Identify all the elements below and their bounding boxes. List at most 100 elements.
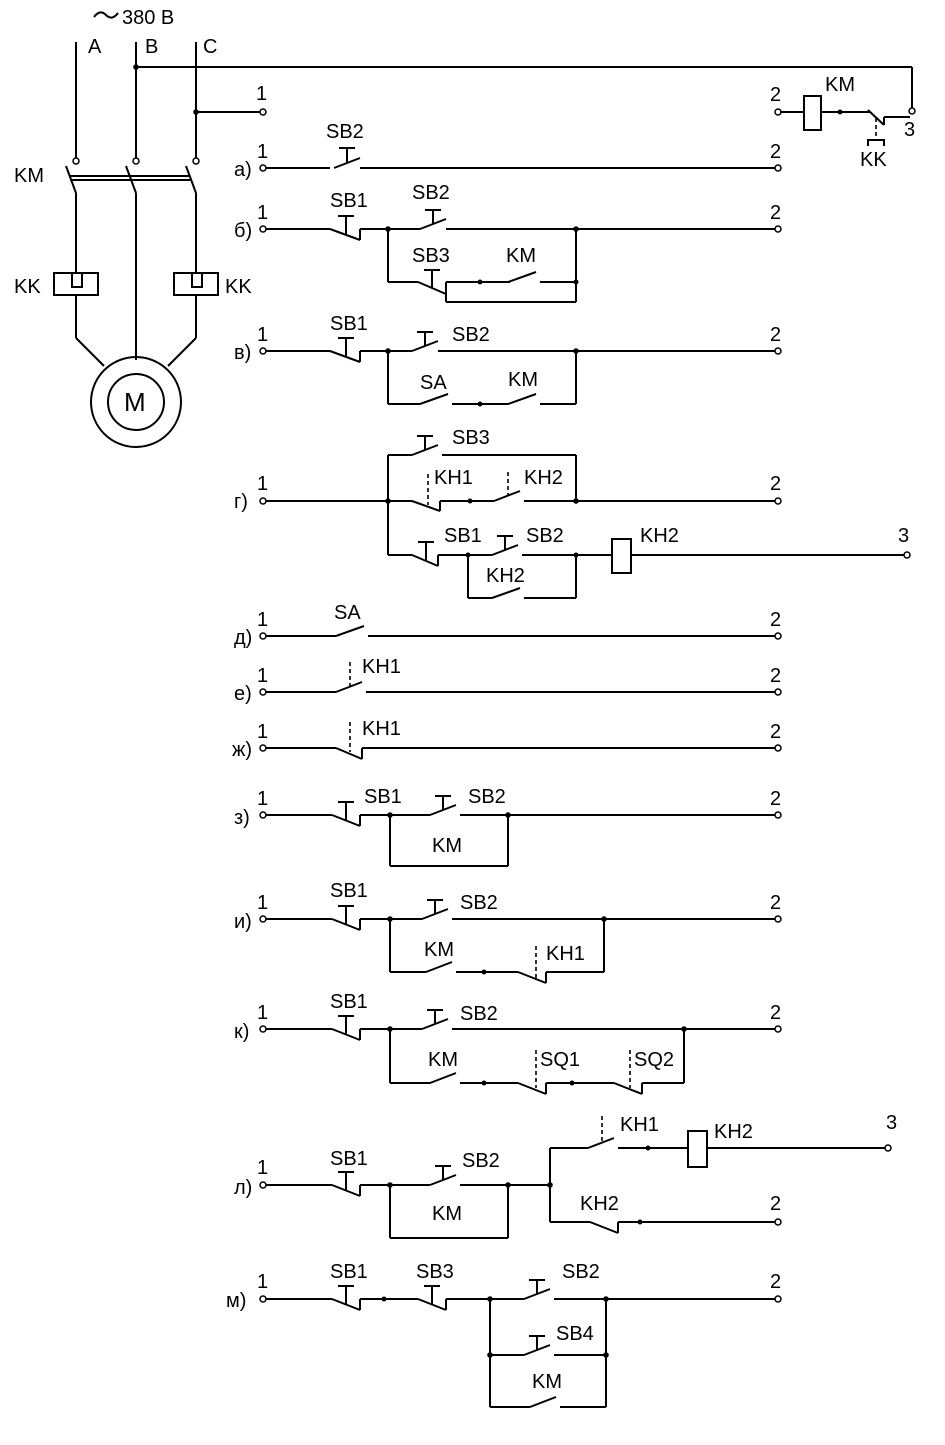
variant-v-node-2: 2 bbox=[770, 324, 781, 346]
variant-m-node-2: 2 bbox=[770, 1271, 781, 1293]
sb1-label: SB1 bbox=[330, 991, 368, 1013]
coil-circuit: 2 KM KK 3 bbox=[770, 74, 915, 171]
kh2-label: KH2 bbox=[580, 1193, 619, 1215]
sb2-label: SB2 bbox=[412, 182, 450, 204]
sa-label: SA bbox=[420, 372, 447, 394]
thermal-relay-left-label: KK bbox=[14, 276, 41, 298]
km-label: KM bbox=[432, 1203, 462, 1225]
km-label: KM bbox=[506, 245, 536, 267]
kh2-coil-label: KH2 bbox=[714, 1121, 753, 1143]
variant-a-node-2: 2 bbox=[770, 141, 781, 163]
sb1-label: SB1 bbox=[330, 313, 368, 335]
variant-b: б) 1 SB1 SB2 2 SB3 KM bbox=[234, 182, 782, 303]
variant-zh-letter: ж) bbox=[232, 739, 252, 761]
sb2-label: SB2 bbox=[326, 121, 364, 143]
motor-label: M bbox=[124, 387, 146, 417]
variant-m-letter: м) bbox=[226, 1290, 246, 1312]
variant-g-letter: г) bbox=[234, 491, 248, 513]
sb1-label: SB1 bbox=[330, 1148, 368, 1170]
sb1-label: SB1 bbox=[364, 786, 402, 808]
variant-z: з) 1 SB1 SB2 2 KM bbox=[234, 786, 782, 867]
variant-e-node-1: 1 bbox=[257, 665, 268, 687]
kh1-label: KH1 bbox=[434, 467, 473, 489]
variant-e-node-2: 2 bbox=[770, 665, 781, 687]
variant-b-letter: б) bbox=[234, 220, 252, 242]
km-label: KM bbox=[424, 939, 454, 961]
variant-b-node-1: 1 bbox=[257, 202, 268, 224]
variant-d: д) 1 SA 2 bbox=[234, 602, 782, 649]
variant-e: е) 1 KH1 2 bbox=[234, 656, 782, 705]
variant-a-letter: а) bbox=[234, 159, 252, 181]
phase-c-label: C bbox=[203, 36, 217, 58]
supply-node-1-label: 1 bbox=[256, 83, 267, 105]
kh1-label: KH1 bbox=[546, 943, 585, 965]
variant-zh-node-1: 1 bbox=[257, 721, 268, 743]
kh1-label: KH1 bbox=[362, 718, 401, 740]
variant-k-letter: к) bbox=[234, 1021, 249, 1043]
sb1-label: SB1 bbox=[330, 190, 368, 212]
phase-b-label: B bbox=[145, 36, 158, 58]
km-label: KM bbox=[508, 369, 538, 391]
km-label: KM bbox=[428, 1049, 458, 1071]
variant-k-node-1: 1 bbox=[257, 1002, 268, 1024]
kk-contact-label: KK bbox=[860, 149, 887, 171]
km-coil-label: KM bbox=[825, 74, 855, 96]
kh1-label: KH1 bbox=[620, 1114, 659, 1136]
thermal-relay-right-label: KK bbox=[225, 276, 252, 298]
sb1-label: SB1 bbox=[330, 880, 368, 902]
variant-a-node-1: 1 bbox=[257, 141, 268, 163]
variant-zh-node-2: 2 bbox=[770, 721, 781, 743]
sb1-label: SB1 bbox=[444, 525, 482, 547]
variant-l-node-3: 3 bbox=[886, 1112, 897, 1134]
sb3-label: SB3 bbox=[412, 245, 450, 267]
variant-a: а) 1 SB2 2 bbox=[234, 121, 782, 181]
sb2-label: SB2 bbox=[460, 892, 498, 914]
sb2-label: SB2 bbox=[526, 525, 564, 547]
sb2-label: SB2 bbox=[562, 1261, 600, 1283]
variant-d-node-1: 1 bbox=[257, 609, 268, 631]
kh2-hold-label: KH2 bbox=[486, 565, 525, 587]
km-main-contacts-label: KM bbox=[14, 165, 44, 187]
variant-v-letter: в) bbox=[234, 342, 251, 364]
variant-l: л) 1 SB1 SB2 KM KH1 KH2 3 bbox=[234, 1112, 897, 1239]
variant-k-node-2: 2 bbox=[770, 1002, 781, 1024]
variant-g-node-3: 3 bbox=[898, 525, 909, 547]
sb2-label: SB2 bbox=[462, 1150, 500, 1172]
sb3-label: SB3 bbox=[452, 427, 490, 449]
coil-node-2-label: 2 bbox=[770, 84, 781, 106]
variant-z-node-2: 2 bbox=[770, 788, 781, 810]
variant-d-letter: д) bbox=[234, 627, 252, 649]
variant-i-node-2: 2 bbox=[770, 892, 781, 914]
variant-i: и) 1 SB1 SB2 2 KM KH1 bbox=[234, 880, 782, 984]
variant-l-letter: л) bbox=[234, 1177, 252, 1199]
variant-l-node-2: 2 bbox=[770, 1193, 781, 1215]
variant-i-letter: и) bbox=[234, 911, 252, 933]
sb4-label: SB4 bbox=[556, 1323, 594, 1345]
variant-z-node-1: 1 bbox=[257, 788, 268, 810]
sb3-label: SB3 bbox=[416, 1261, 454, 1283]
variant-v: в) 1 SB1 SB2 2 SA KM bbox=[234, 313, 782, 407]
kh2-label: KH2 bbox=[524, 467, 563, 489]
coil-node-3-label: 3 bbox=[904, 119, 915, 141]
sb1-label: SB1 bbox=[330, 1261, 368, 1283]
sb2-label: SB2 bbox=[452, 324, 490, 346]
kh2-coil-label: KH2 bbox=[640, 525, 679, 547]
sb2-label: SB2 bbox=[468, 786, 506, 808]
supply-voltage-label: 380 В bbox=[122, 7, 174, 29]
sb2-label: SB2 bbox=[460, 1003, 498, 1025]
kh1-label: KH1 bbox=[362, 656, 401, 678]
ac-symbol bbox=[93, 11, 119, 19]
variant-g-node-2: 2 bbox=[770, 473, 781, 495]
variant-v-node-1: 1 bbox=[257, 324, 268, 346]
sa-label: SA bbox=[334, 602, 361, 624]
variant-z-letter: з) bbox=[234, 807, 250, 829]
sq2-label: SQ2 bbox=[634, 1049, 674, 1071]
variant-i-node-1: 1 bbox=[257, 892, 268, 914]
variant-m: м) 1 SB1 SB3 SB2 2 SB4 bbox=[226, 1261, 782, 1408]
variant-d-node-2: 2 bbox=[770, 609, 781, 631]
variant-l-node-1: 1 bbox=[257, 1157, 268, 1179]
variant-g-node-1: 1 bbox=[257, 473, 268, 495]
sq1-label: SQ1 bbox=[540, 1049, 580, 1071]
phase-a-label: A bbox=[88, 36, 102, 58]
